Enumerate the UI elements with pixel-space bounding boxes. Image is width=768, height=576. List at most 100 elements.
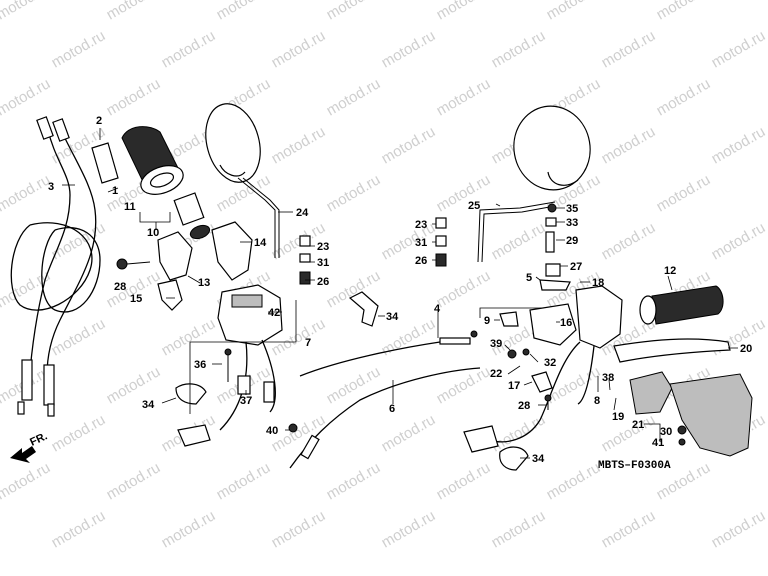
watermark-text: motod.ru [324,363,384,407]
front-direction-arrow-icon [10,446,36,463]
label-12: 12 [664,265,676,277]
watermark-text: motod.ru [599,123,659,167]
watermark-text: motod.ru [434,0,494,23]
label-41: 41 [652,437,664,449]
label-26a: 26 [317,276,329,288]
label-7: 7 [305,337,311,349]
watermark-text: motod.ru [324,0,384,23]
watermark-text: motod.ru [49,411,109,455]
label-16: 16 [560,317,572,329]
watermark-text: motod.ru [269,27,329,71]
watermark-text: motod.ru [654,75,714,119]
label-23b: 23 [415,219,427,231]
watermark-text: motod.ru [544,459,604,503]
label-32: 32 [544,357,556,369]
watermark-text: motod.ru [49,27,109,71]
watermark-text: motod.ru [599,411,659,455]
watermark-text: motod.ru [49,507,109,551]
watermark-text: motod.ru [709,123,768,167]
throttle-grip [121,126,184,195]
diagram-code: MBTS–F0300A [598,460,671,472]
throttle-tube [173,192,205,226]
label-36: 36 [194,359,206,371]
left-handlebar-switch [177,284,283,447]
label-31b: 31 [415,237,427,249]
watermark-text: motod.ru [379,219,439,263]
label-5: 5 [526,272,532,284]
hand-guard-inner [629,371,673,415]
watermark-text: motod.ru [269,123,329,167]
watermark-text: motod.ru [709,315,768,359]
label-10: 10 [147,227,159,239]
watermark-text: motod.ru [379,27,439,71]
nut-40 [288,423,298,433]
watermark-text: motod.ru [159,27,219,71]
label-19: 19 [612,411,624,423]
label-1: 1 [112,185,118,197]
label-15: 15 [130,293,142,305]
watermark-text: motod.ru [489,27,549,71]
brake-lever [613,338,731,363]
label-8: 8 [594,395,600,407]
watermark-text: motod.ru [599,507,659,551]
label-2: 2 [96,115,102,127]
clutch-switch-34-right [499,446,529,471]
screw-28 [116,258,128,270]
hand-guard-outer [669,373,753,457]
watermark-text: motod.ru [214,459,274,503]
watermark-text: motod.ru [379,507,439,551]
watermark-text: motod.ru [654,0,714,23]
label-39: 39 [490,338,502,350]
right-grip [639,285,724,325]
label-28b: 28 [518,400,530,412]
watermark-text: motod.ru [104,0,164,23]
label-9: 9 [484,315,490,327]
label-17: 17 [508,380,520,392]
throttle-cables [10,116,101,417]
label-37: 37 [240,395,252,407]
right-mirror [477,105,591,263]
watermark-text: motod.ru [324,171,384,215]
label-34b: 34 [386,311,399,323]
watermark-text: motod.ru [0,171,53,215]
watermark-text: motod.ru [544,0,604,23]
label-42: 42 [268,307,280,319]
label-20: 20 [740,343,752,355]
label-33: 33 [566,217,578,229]
watermark-text: motod.ru [709,507,768,551]
watermark-text: motod.ru [489,219,549,263]
label-34c: 34 [532,453,545,465]
label-38: 38 [602,372,614,384]
grip-end-sleeve [91,142,119,184]
watermark-text: motod.ru [104,459,164,503]
label-27: 27 [570,261,582,273]
label-22: 22 [490,368,502,380]
throttle-housing-upper [211,221,253,281]
clutch-switch-34-center [348,291,379,327]
watermark-text: motod.ru [599,27,659,71]
label-4: 4 [434,303,441,315]
watermark-text: motod.ru [654,171,714,215]
throttle-housing-lower [157,231,193,281]
watermark-text: motod.ru [0,459,53,503]
watermark-text: motod.ru [489,507,549,551]
watermark-text: motod.ru [379,123,439,167]
label-23a: 23 [317,241,329,253]
watermark-text: motod.ru [269,507,329,551]
label-40: 40 [266,425,278,437]
watermark-text: motod.ru [159,315,219,359]
label-26b: 26 [415,255,427,267]
label-6: 6 [389,403,395,415]
label-29: 29 [566,235,578,247]
leader-lines [62,128,738,459]
clutch-switch-34-left [175,383,207,405]
watermark-text: motod.ru [104,363,164,407]
watermark-text: motod.ru [49,315,109,359]
watermark-text: motod.ru [434,75,494,119]
label-18: 18 [592,277,604,289]
left-mirror [205,103,280,258]
label-14: 14 [254,237,267,249]
watermark-text: motod.ru [379,411,439,455]
label-35: 35 [566,203,578,215]
